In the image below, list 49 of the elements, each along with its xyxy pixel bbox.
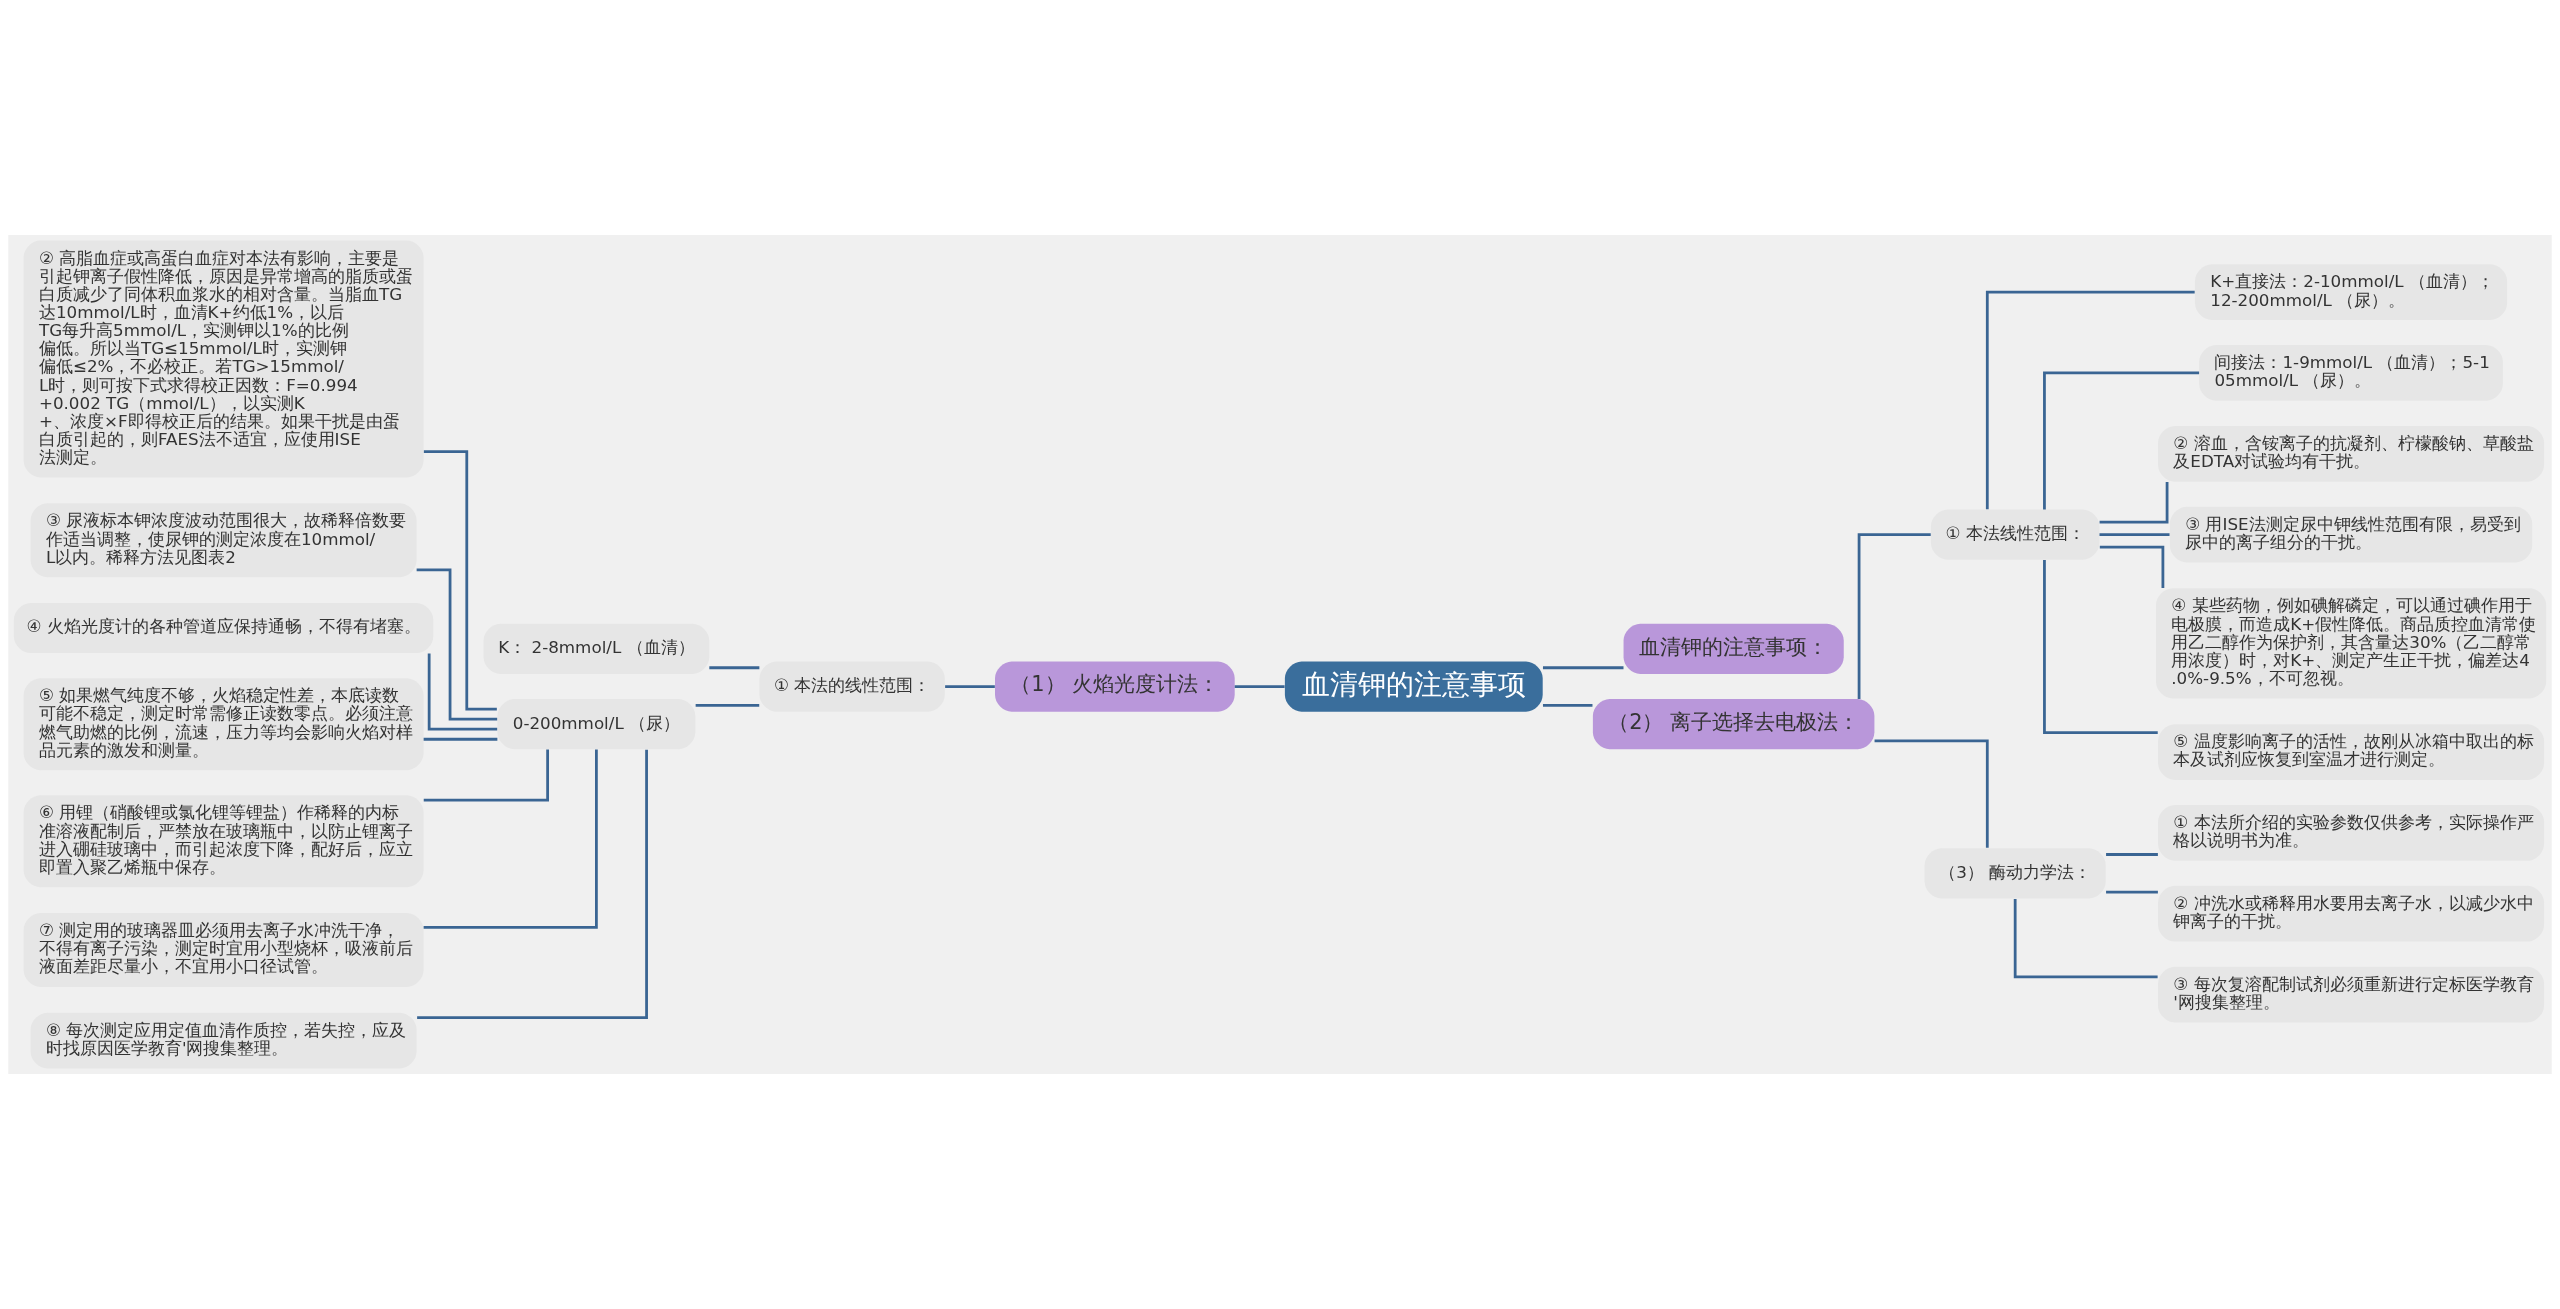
- connector: [2099, 533, 2170, 537]
- connector: [1542, 703, 1593, 707]
- connector: [423, 450, 497, 711]
- connector: [2106, 853, 2158, 856]
- node-box: ① 本法的线性范围：: [759, 661, 945, 712]
- connector: [1985, 290, 2195, 510]
- node-box: （1） 火焰光度计法：: [995, 661, 1235, 712]
- connector: [2043, 371, 2200, 510]
- node-box: 血清钾的注意事项：: [1623, 623, 1844, 674]
- connector: [1874, 739, 1989, 848]
- node-box: ③ 尿液标本钾浓度波动范围很大，故稀释倍数要作适当调整，使尿钾的测定浓度在10mmol/L以内。稀释方法见图表2: [30, 503, 417, 578]
- node-box: ③ 每次复溶配制试剂必须重新进行定标医学教育'网搜集整理。: [2158, 966, 2545, 1023]
- connector: [423, 737, 498, 741]
- connector: [427, 653, 498, 731]
- node-box: ⑧ 每次测定应用定值血清作质控，若失控，应及时找原因医学教育'网搜集整理。: [30, 1012, 417, 1069]
- connector: [2106, 890, 2158, 894]
- connector: [1234, 685, 1285, 688]
- node-box: K+直接法：2-10mmol/L （血清）；12-200mmol/L （尿）。: [2194, 264, 2508, 320]
- connector: [2099, 482, 2169, 524]
- connector: [417, 749, 648, 1019]
- node-box: ⑦ 测定用的玻璃器皿必须用去离子水冲洗干净，不得有离子污染，测定时宜用小型烧杯，吸液前后液面差距尽量小，不宜用小口径试管。: [23, 913, 424, 987]
- node-box: （2） 离子选择去电极法：: [1592, 699, 1875, 750]
- connector: [2013, 898, 2158, 979]
- node-box: （3） 酶动力学法：: [1924, 848, 2106, 899]
- connector: [2043, 560, 2158, 734]
- connector: [2099, 545, 2165, 588]
- connector: [423, 749, 549, 802]
- node-box: ⑤ 温度影响离子的活性，故刚从冰箱中取出的标本及试剂应恢复到室温才进行测定。: [2158, 724, 2545, 780]
- node-box: ⑥ 用锂（硝酸锂或氯化锂等锂盐）作稀释的内标准溶液配制后，严禁放在玻璃瓶中，以防止锂离子进入硼硅玻璃中，而引起浓度下降，配好后，应立即置入聚乙烯瓶中保存。: [23, 795, 424, 888]
- node-box: ④ 火焰光度计的各种管道应保持通畅，不得有堵塞。: [13, 602, 434, 654]
- node-box: 血清钾的注意事项: [1284, 661, 1543, 712]
- node-box: ⑤ 如果燃气纯度不够，火焰稳定性差，本底读数可能不稳定，测定时常需修正读数零点。必须注意燃气助燃的比例，流速，压力等均会影响火焰对样品元素的激发和测量。: [23, 678, 424, 771]
- node-box: ① 本法线性范围：: [1930, 509, 2100, 560]
- connector: [709, 666, 760, 670]
- connector: [695, 703, 760, 707]
- node-box: ③ 用ISE法测定尿中钾线性范围有限，易受到尿中的离子组分的干扰。: [2169, 506, 2533, 563]
- connector: [1857, 533, 1931, 699]
- node-box: ② 溶血，含铵离子的抗凝剂、柠檬酸钠、草酸盐及EDTA对试验均有干扰。: [2158, 425, 2545, 482]
- connector: [945, 685, 995, 688]
- node-box: ② 高脂血症或高蛋白血症对本法有影响，主要是引起钾离子假性降低，原因是异常增高的脂质或蛋白质减少了同体积血浆水的相对含量。当脂血TG达10mmol/L时，血清K+约低1%，以后TG每升高5mmol/L，实测钾以1%的比例偏低。所以当TG≤15mmol/L时，实测钾偏低≤2%，不必校正。若TG>15mmol/L时，则可按下式求得校正因数：F=0.994+0.002 TG（mmol/L），以实测K+、浓度×F即得校正后的结果。如果干扰是由蛋白质引起的，则FAES法不适宜，应使用ISE法测定。: [23, 240, 424, 478]
- connector: [1542, 666, 1624, 670]
- node-box: ② 冲洗水或稀释用水要用去离子水，以减少水中钾离子的干扰。: [2158, 885, 2545, 942]
- connector: [416, 568, 498, 721]
- node-box: ① 本法所介绍的实验参数仅供参考，实际操作严格以说明书为准。: [2158, 805, 2545, 861]
- node-box: 间接法：1-9mmol/L （血清）；5-105mmol/L （尿）。: [2199, 345, 2503, 401]
- node-box: K： 2-8mmol/L （血清）: [483, 623, 710, 674]
- node-box: 0-200mmol/L （尿）: [497, 699, 696, 750]
- node-box: ④ 某些药物，例如碘解磷定，可以通过碘作用于电极膜，而造成K+假性降低。商品质控血清常使用乙二醇作为保护剂，其含量达30%（乙二醇常用浓度）时，对K+、测定产生正干扰，偏差达4.0%-9.5%，不可忽视。: [2155, 588, 2547, 699]
- connector: [423, 749, 598, 929]
